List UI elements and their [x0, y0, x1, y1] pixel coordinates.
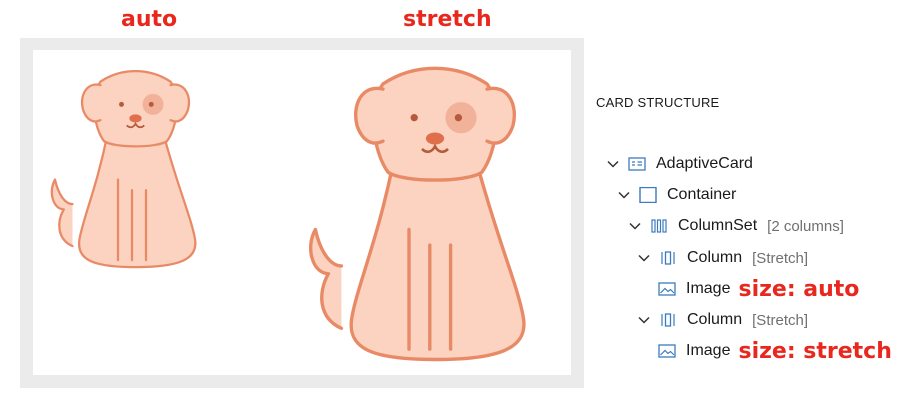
tree-node-meta: [Stretch]	[752, 311, 808, 329]
tree-node-label: Column	[687, 311, 743, 328]
columnset-icon	[651, 219, 667, 233]
size-auto-annotation: size: auto	[738, 276, 860, 302]
column-icon	[661, 251, 675, 265]
tree-node-column-2[interactable]: Column [Stretch]	[637, 308, 808, 332]
tree-node-column-1[interactable]: Column [Stretch]	[637, 246, 808, 270]
tree-node-label: Image	[686, 280, 731, 297]
tree-node-image-auto[interactable]: Image size: auto	[658, 276, 860, 302]
chevron-down-icon[interactable]	[617, 188, 631, 202]
tree-node-label: Container	[667, 186, 737, 203]
tree-node-label: ColumnSet	[678, 217, 758, 234]
tree-node-container[interactable]: Container	[617, 183, 736, 207]
dog-image-stretch[interactable]	[305, 57, 565, 363]
card-structure-title: CARD STRUCTURE	[596, 95, 720, 110]
card-body	[33, 50, 571, 375]
tree-node-label: AdaptiveCard	[656, 155, 753, 172]
chevron-down-icon[interactable]	[628, 219, 642, 233]
adaptive-card-icon	[628, 157, 646, 171]
tree-node-label: Image	[686, 342, 731, 359]
chevron-down-icon[interactable]	[606, 157, 620, 171]
tree-node-label: Column	[687, 249, 743, 266]
column-icon	[661, 313, 675, 327]
auto-annotation: auto	[121, 7, 178, 32]
size-stretch-annotation: size: stretch	[738, 338, 892, 364]
tree-node-columnset[interactable]: ColumnSet [2 columns]	[628, 214, 844, 238]
image-icon	[658, 344, 676, 358]
tree-node-adaptivecard[interactable]: AdaptiveCard	[606, 152, 753, 176]
tree-node-image-stretch[interactable]: Image size: stretch	[658, 338, 892, 364]
chevron-down-icon[interactable]	[637, 251, 651, 265]
card-preview	[20, 38, 584, 388]
stretch-annotation: stretch	[403, 7, 492, 32]
container-icon	[639, 187, 657, 203]
image-icon	[658, 282, 676, 296]
tree-node-meta: [Stretch]	[752, 249, 808, 267]
dog-image-auto[interactable]	[48, 64, 223, 269]
tree-node-meta: [2 columns]	[767, 217, 844, 235]
chevron-down-icon[interactable]	[637, 313, 651, 327]
